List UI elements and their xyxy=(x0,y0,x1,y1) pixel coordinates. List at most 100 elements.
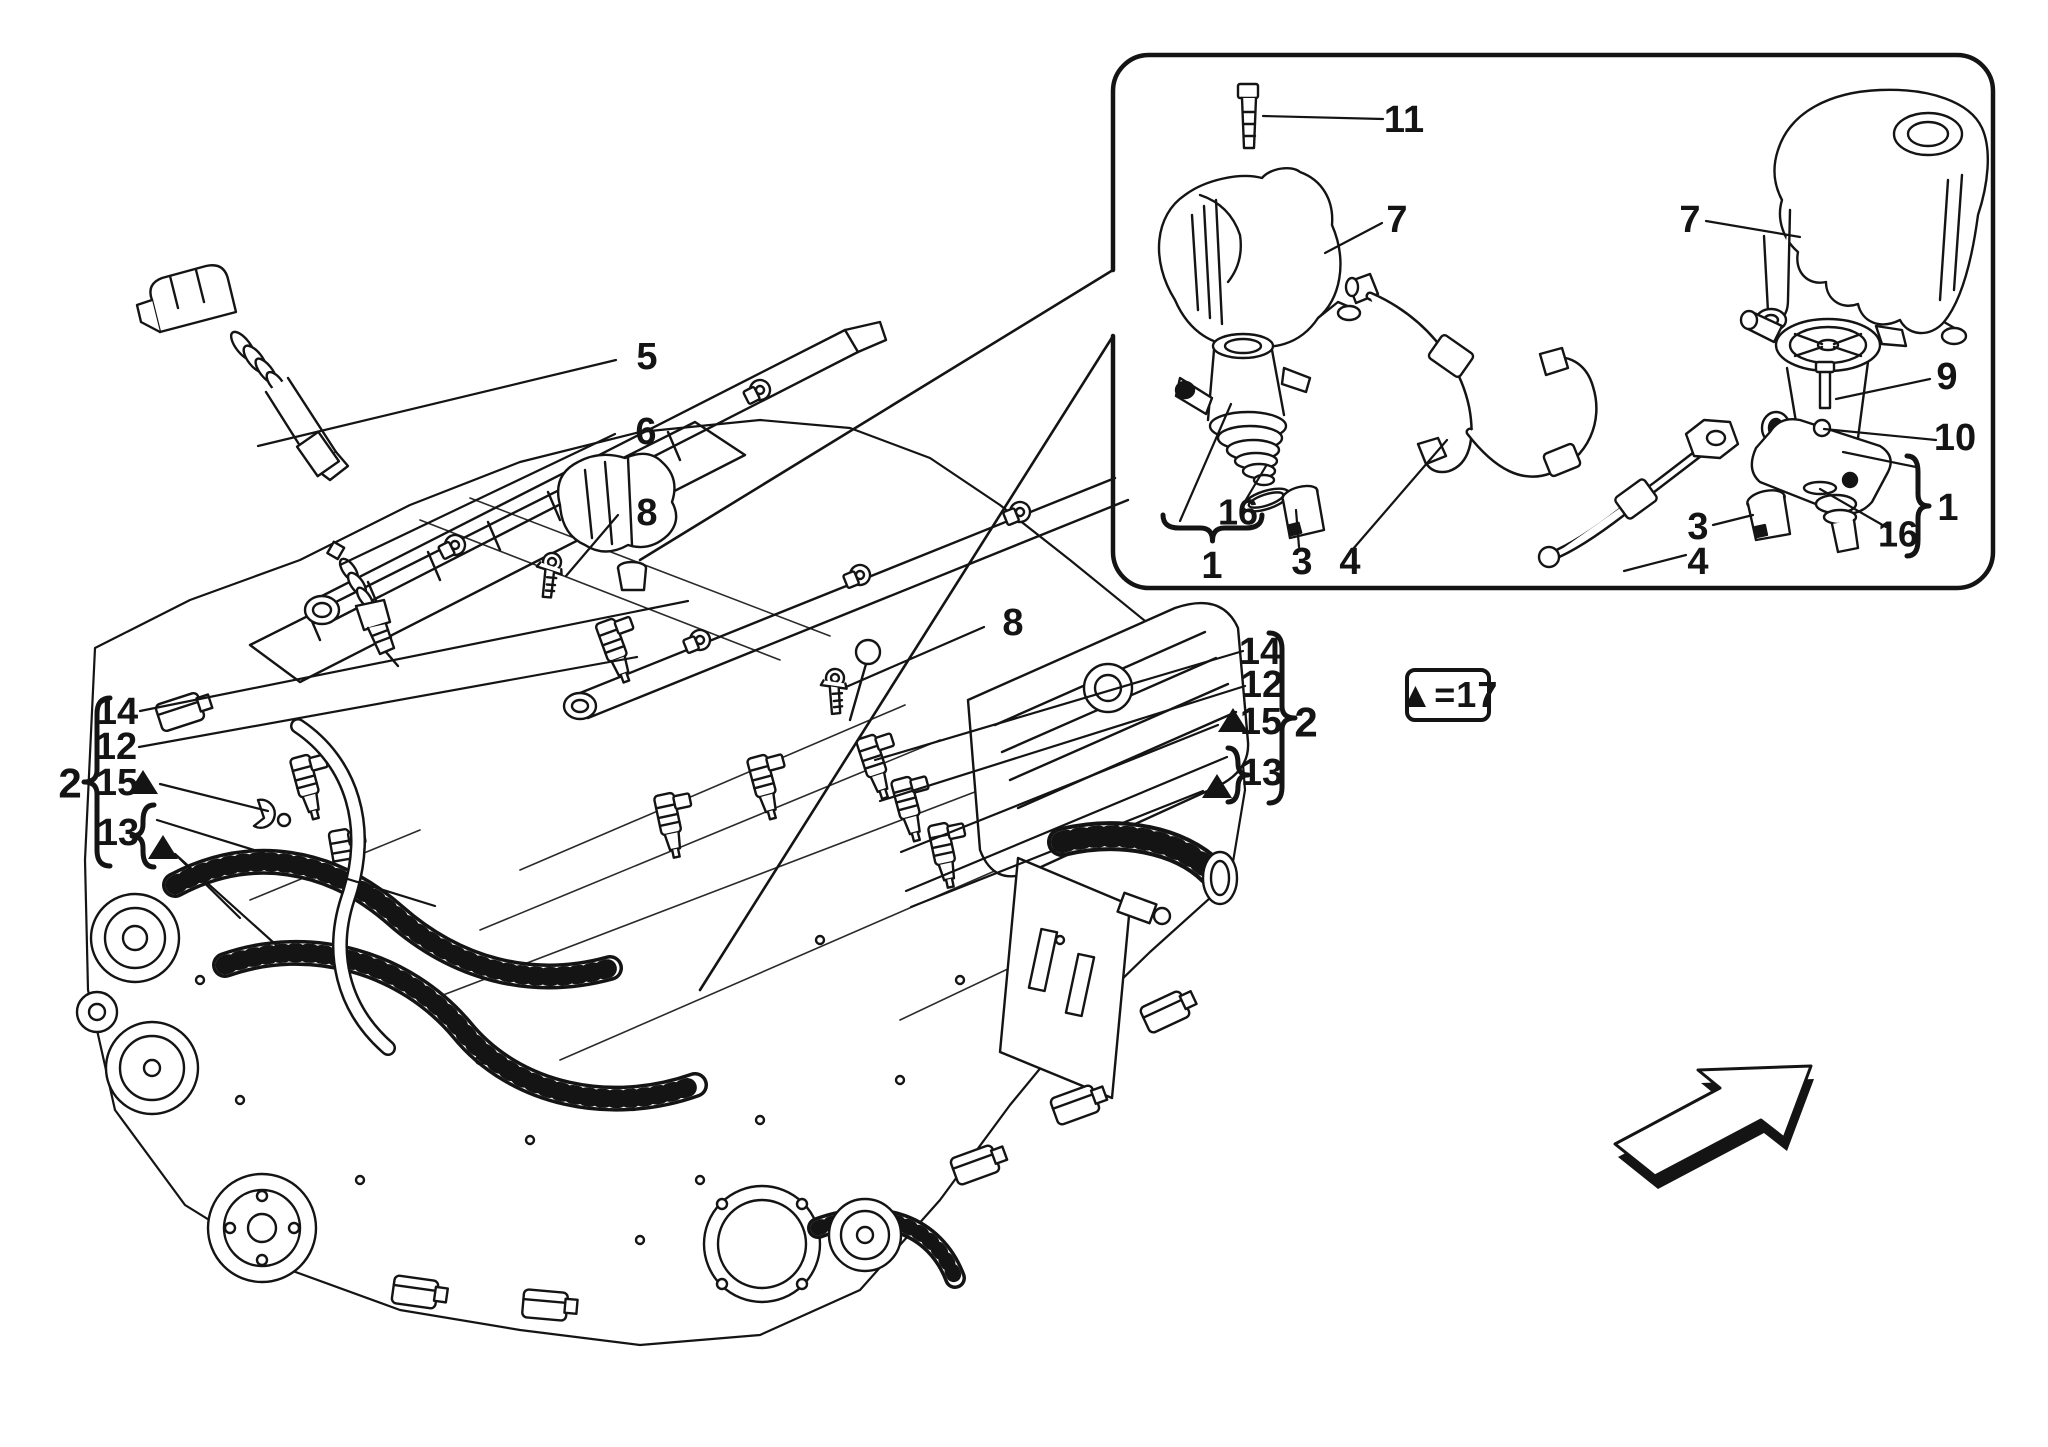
ignition-coil-drawing xyxy=(135,264,350,482)
callout-3: 3 xyxy=(1291,541,1312,583)
inset-bushing-left xyxy=(1281,484,1326,540)
triangle-marker-3 xyxy=(1202,774,1232,798)
leader-line-6 xyxy=(158,782,270,813)
callout-16: 16 xyxy=(1218,492,1258,533)
leader-line-27 xyxy=(1351,438,1449,551)
funnel-line-0 xyxy=(638,268,1115,562)
funnel-lines xyxy=(638,268,1115,992)
spark-plug-drawing xyxy=(326,540,400,668)
funnel-line-1 xyxy=(698,334,1115,992)
leader-line-15 xyxy=(1261,114,1385,121)
callout-braces xyxy=(81,453,1932,870)
leader-line-3 xyxy=(844,625,986,689)
callout-15: 15 xyxy=(96,762,138,804)
callout-9: 9 xyxy=(1936,356,1957,398)
triangle-marker-1 xyxy=(148,835,178,859)
callout-2: 2 xyxy=(1294,699,1317,746)
brace-1 xyxy=(129,802,157,870)
leader-line-9 xyxy=(173,852,286,954)
leader-line-21 xyxy=(1818,487,1888,529)
leader-line-11 xyxy=(878,684,1247,803)
inset-pipe-hook xyxy=(1465,346,1598,478)
throttle-body xyxy=(702,1184,966,1304)
brace-5 xyxy=(1160,512,1265,544)
leader-line-23 xyxy=(1622,553,1688,573)
leader-line-14 xyxy=(909,789,1205,909)
callout-12: 12 xyxy=(95,726,137,768)
inset-detail xyxy=(1157,82,1989,569)
inset-inlet-nut xyxy=(1684,418,1740,460)
triangle-marker-2 xyxy=(1218,708,1248,732)
leader-line-16 xyxy=(1323,221,1384,255)
callout-11: 11 xyxy=(1384,99,1424,141)
callout-14: 14 xyxy=(96,691,138,733)
leader-line-25 xyxy=(1242,464,1268,505)
leader-line-2 xyxy=(564,513,620,578)
leader-line-1 xyxy=(338,432,617,567)
leader-line-5 xyxy=(137,655,639,749)
callout-15: 15 xyxy=(1240,701,1282,743)
inset-box-outline xyxy=(1110,52,1996,591)
corrugated-hoses xyxy=(162,718,708,1112)
center-bracket xyxy=(998,856,1172,1100)
inset-bolt-11 xyxy=(1236,82,1260,150)
direction-arrow xyxy=(1613,1064,1814,1189)
callout-7: 7 xyxy=(1679,199,1700,241)
brace-0 xyxy=(81,695,113,869)
callout-8: 8 xyxy=(636,492,657,534)
callout-6: 6 xyxy=(635,411,656,453)
leader-line-24 xyxy=(1178,402,1233,523)
callout-4: 4 xyxy=(1687,541,1708,583)
callout-1: 1 xyxy=(1201,545,1222,587)
leader-line-17 xyxy=(1704,219,1802,239)
engine-illustration xyxy=(75,264,1250,1347)
leader-line-0 xyxy=(256,358,618,448)
brace-4 xyxy=(1904,453,1932,559)
leader-line-10 xyxy=(873,649,1245,762)
leader-line-12 xyxy=(899,723,1220,854)
pulleys xyxy=(75,892,318,1284)
brace-2 xyxy=(1266,630,1298,806)
leader-line-7 xyxy=(155,818,437,908)
leader-lines xyxy=(137,114,1938,954)
leader-line-13 xyxy=(904,755,1229,893)
inset-bushing-right xyxy=(1746,489,1792,542)
leader-line-4 xyxy=(138,599,690,713)
inset-pump-left xyxy=(1174,332,1312,487)
callout-5: 5 xyxy=(636,336,657,378)
triangle-marker-0 xyxy=(128,770,158,794)
callout-16: 16 xyxy=(1878,514,1918,555)
callout-13: 13 xyxy=(1241,752,1283,794)
callout-1: 1 xyxy=(1937,487,1958,529)
leader-line-26 xyxy=(1294,508,1301,549)
triangle-markers xyxy=(128,708,1248,859)
leader-line-22 xyxy=(1711,513,1755,527)
brace-3 xyxy=(1225,745,1251,805)
misc-parts xyxy=(153,638,1202,1323)
rail-clamp xyxy=(252,798,292,829)
legend-box: ▲=17 xyxy=(1398,668,1497,722)
callout-10: 10 xyxy=(1934,417,1976,459)
callout-14: 14 xyxy=(1239,631,1281,673)
leader-line-20 xyxy=(1841,450,1918,469)
leader-line-19 xyxy=(1822,427,1938,442)
legend-label: ▲=17 xyxy=(1397,674,1499,715)
callout-3: 3 xyxy=(1687,506,1708,548)
leader-line-18 xyxy=(1834,377,1932,401)
pump-shroud-on-engine xyxy=(556,452,678,592)
callout-13: 13 xyxy=(97,812,139,854)
direction-arrow-face xyxy=(1613,1064,1813,1178)
inset-box-border xyxy=(1110,52,1996,591)
callout-12: 12 xyxy=(1241,664,1283,706)
inset-pipe-right-4 xyxy=(1537,441,1713,569)
fuel-rail-right xyxy=(562,476,1130,721)
callout-7: 7 xyxy=(1386,199,1407,241)
callout-4: 4 xyxy=(1339,541,1360,583)
inset-pump-cover-left xyxy=(1157,166,1362,348)
inset-pump-right xyxy=(1739,309,1908,554)
callout-8: 8 xyxy=(1002,602,1023,644)
inset-pump-cover-right xyxy=(1754,88,1989,346)
